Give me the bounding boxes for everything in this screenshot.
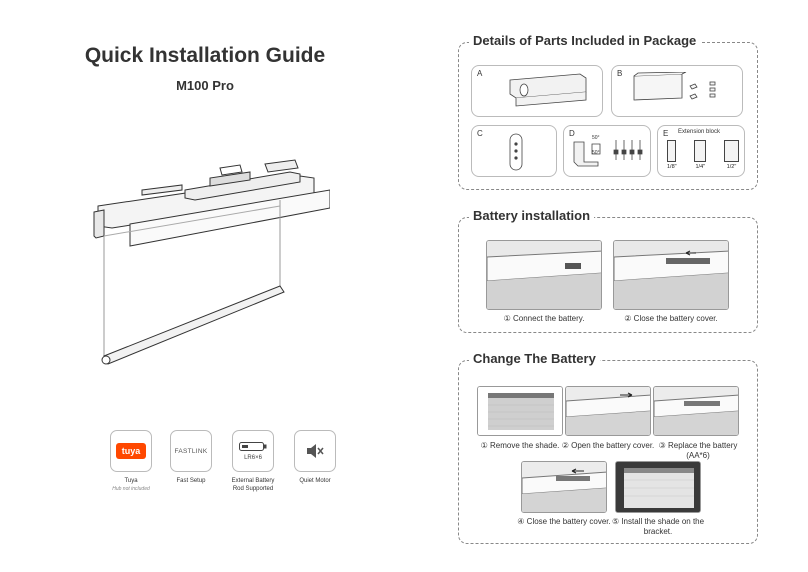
battery-box: LR6×6 <box>232 430 274 472</box>
battery-installation-heading: Battery installation <box>469 208 595 223</box>
install-shade-image <box>616 462 700 512</box>
feature-label: Fast Setup <box>176 478 206 484</box>
remote-control-icon <box>509 133 523 171</box>
tuya-logo-box: tuya <box>110 430 152 472</box>
brackets-and-screws-drawing <box>573 140 643 167</box>
battery-installation-section: Battery installation ① Connect the batte… <box>458 208 758 333</box>
open-cover-image <box>566 387 650 435</box>
feature-sublabel: Hub not included <box>112 485 150 492</box>
block-size: 1/8" <box>667 164 677 170</box>
part-a: A <box>471 65 603 117</box>
extension-block-medium: 1/4" <box>694 140 707 170</box>
change-battery-caption: ⑤ Install the shade on the bracket. <box>611 517 705 536</box>
replace-battery-image <box>654 387 738 435</box>
feature-fastlink: FASTLINK Fast Setup <box>168 430 214 493</box>
change-battery-caption: ③ Replace the battery (AA*6) <box>658 441 738 460</box>
change-battery-caption: ② Open the battery cover. <box>561 441 655 450</box>
headrail-drawing <box>509 73 587 107</box>
change-battery-heading: Change The Battery <box>469 351 600 366</box>
quiet-motor-box <box>294 430 336 472</box>
bracket-angle-tag: 50° <box>592 135 600 141</box>
mute-speaker-icon <box>307 444 324 458</box>
parts-section: Details of Parts Included in Package A B… <box>458 33 758 190</box>
feature-label: Tuya <box>124 478 138 484</box>
connect-battery-image <box>487 241 601 309</box>
part-e: E Extension block 1/8" 1/4" 1/2" <box>657 125 745 177</box>
install-shade-photo <box>615 461 701 513</box>
change-battery-section: Change The Battery ① Remove the shade. ②… <box>458 351 758 544</box>
close-cover-image <box>614 241 728 309</box>
feature-icons-row: tuya Tuya Hub not included FASTLINK Fast… <box>108 430 338 493</box>
battery-install-caption: ② Close the battery cover. <box>624 314 718 323</box>
battery-icon <box>239 441 267 451</box>
block-shape <box>667 140 677 162</box>
battery-spec: LR6×6 <box>244 454 262 461</box>
extension-blocks: 1/8" 1/4" 1/2" <box>667 140 739 170</box>
parts-heading: Details of Parts Included in Package <box>469 33 701 48</box>
part-d: D 50° 50° <box>563 125 651 177</box>
part-letter: A <box>477 69 483 78</box>
feature-label: Quiet Motor <box>299 478 331 484</box>
fastlink-logo-box: FASTLINK <box>170 430 212 472</box>
battery-install-caption: ① Connect the battery. <box>503 314 585 323</box>
valance-and-clips-drawing <box>633 72 716 101</box>
remove-shade-photo <box>477 386 563 436</box>
feature-label: External Battery Rod Supported <box>231 478 275 492</box>
model-name: M100 Pro <box>176 78 234 93</box>
block-size: 1/2" <box>726 164 737 170</box>
close-cover-photo <box>613 240 729 310</box>
guide-title: Quick Installation Guide <box>84 44 326 67</box>
close-cover-again-image <box>522 462 606 512</box>
connect-battery-photo <box>486 240 602 310</box>
part-letter: D <box>569 129 575 138</box>
part-letter: E <box>663 129 669 138</box>
bracket-angle-tag: 50° <box>592 150 600 156</box>
block-shape <box>694 140 707 162</box>
change-battery-caption: ④ Close the battery cover. <box>517 517 611 526</box>
feature-battery: LR6×6 External Battery Rod Supported <box>228 430 278 493</box>
fastlink-logo-icon: FASTLINK <box>174 447 208 455</box>
extension-block-large: 1/2" <box>723 140 739 170</box>
block-shape <box>723 140 739 162</box>
feature-quiet: Quiet Motor <box>292 430 338 493</box>
change-battery-caption: ① Remove the shade. <box>480 441 560 450</box>
extension-block-small: 1/8" <box>667 140 677 170</box>
close-cover-photo <box>521 461 607 513</box>
part-letter: B <box>617 69 623 78</box>
part-b: B <box>611 65 743 117</box>
feature-tuya: tuya Tuya Hub not included <box>108 430 154 493</box>
remove-shade-image <box>478 387 562 435</box>
open-cover-photo <box>565 386 651 436</box>
extension-block-title: Extension block <box>678 129 721 135</box>
replace-battery-photo <box>653 386 739 436</box>
block-size: 1/4" <box>695 164 706 170</box>
roller-shade-illustration <box>93 159 330 365</box>
part-c: C <box>471 125 557 177</box>
tuya-logo-icon: tuya <box>116 443 146 459</box>
part-letter: C <box>477 129 483 138</box>
